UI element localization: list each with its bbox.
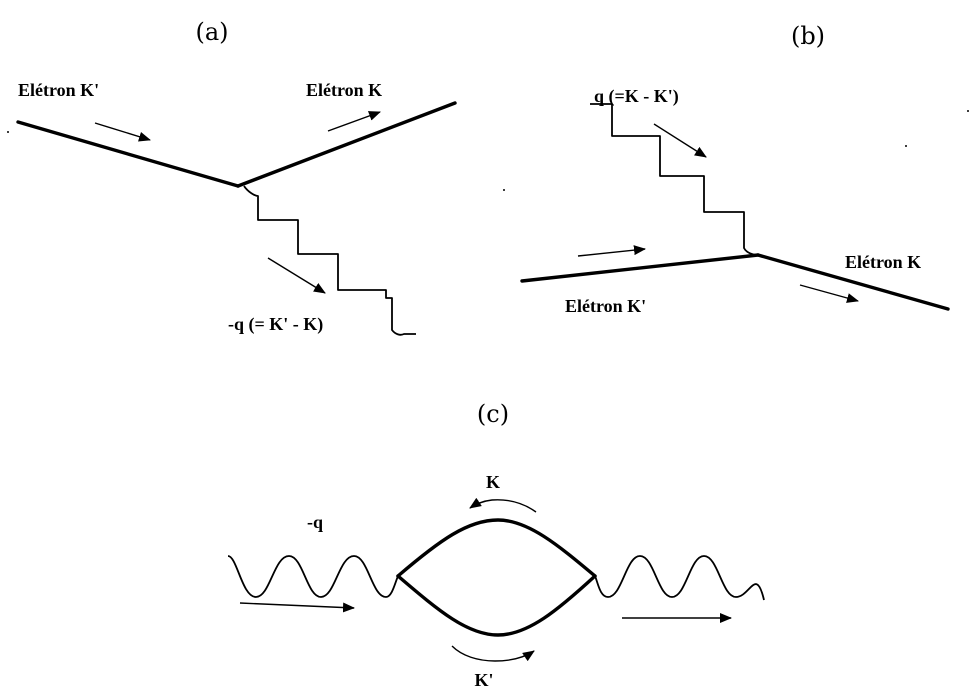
panel-b-outgoing-electron-label: Elétron K	[845, 252, 921, 272]
panel-c-incoming-phonon-line	[227, 555, 399, 598]
speck-center	[503, 189, 505, 191]
panel-c-incoming-arrow	[239, 602, 355, 613]
panel-b-phonon-line	[590, 103, 757, 256]
panel-a-phonon-arrow	[267, 257, 326, 294]
panel-c-upper-arrow	[469, 497, 537, 513]
panel-b-label: (b)	[791, 22, 825, 50]
speck-right-middle	[905, 145, 907, 147]
panel-b-phonon-label: q (=K - K')	[594, 86, 679, 107]
panel-b-phonon-arrow	[653, 123, 707, 158]
panel-a-outgoing-arrow	[327, 111, 381, 132]
panel-a-label: (a)	[195, 18, 228, 46]
speck-left	[7, 131, 9, 133]
panel-a-incoming-arrow	[94, 122, 151, 142]
panel-b-outgoing-arrow	[799, 284, 859, 303]
panel-b-incoming-arrow	[577, 245, 646, 257]
panel-a: (a) Elétron K' Elétron K -q (= K' - K)	[16, 18, 457, 336]
panel-b: (b) q (=K - K') Elétron K' Elétron K	[520, 22, 950, 316]
panel-a-phonon-label: -q (= K' - K)	[228, 314, 323, 335]
panel-a-outgoing-electron-label: Elétron K	[306, 80, 382, 100]
panel-c-label: (c)	[477, 400, 509, 428]
panel-b-incoming-electron-label: Elétron K'	[565, 296, 646, 316]
scan-specks	[7, 110, 969, 191]
panel-c-lower-arrow	[451, 645, 535, 662]
panel-a-phonon-line	[243, 185, 416, 336]
panel-a-incoming-electron-line	[16, 120, 240, 188]
panel-a-incoming-electron-label: Elétron K'	[18, 80, 99, 100]
panel-b-outgoing-electron-line	[756, 253, 950, 311]
panel-c-lower-electron-label: K'	[474, 670, 493, 689]
panel-c-outgoing-phonon-line	[594, 555, 765, 601]
panel-b-incoming-electron-line	[520, 253, 760, 283]
panel-a-outgoing-electron-line	[236, 101, 457, 188]
speck-right-upper	[967, 110, 969, 112]
panel-c: (c) -q K K'	[227, 400, 765, 689]
panel-c-upper-electron-line	[396, 518, 597, 578]
panel-c-upper-electron-label: K	[486, 472, 500, 492]
panel-c-lower-electron-line	[396, 574, 597, 637]
panel-c-phonon-label: -q	[307, 512, 323, 532]
